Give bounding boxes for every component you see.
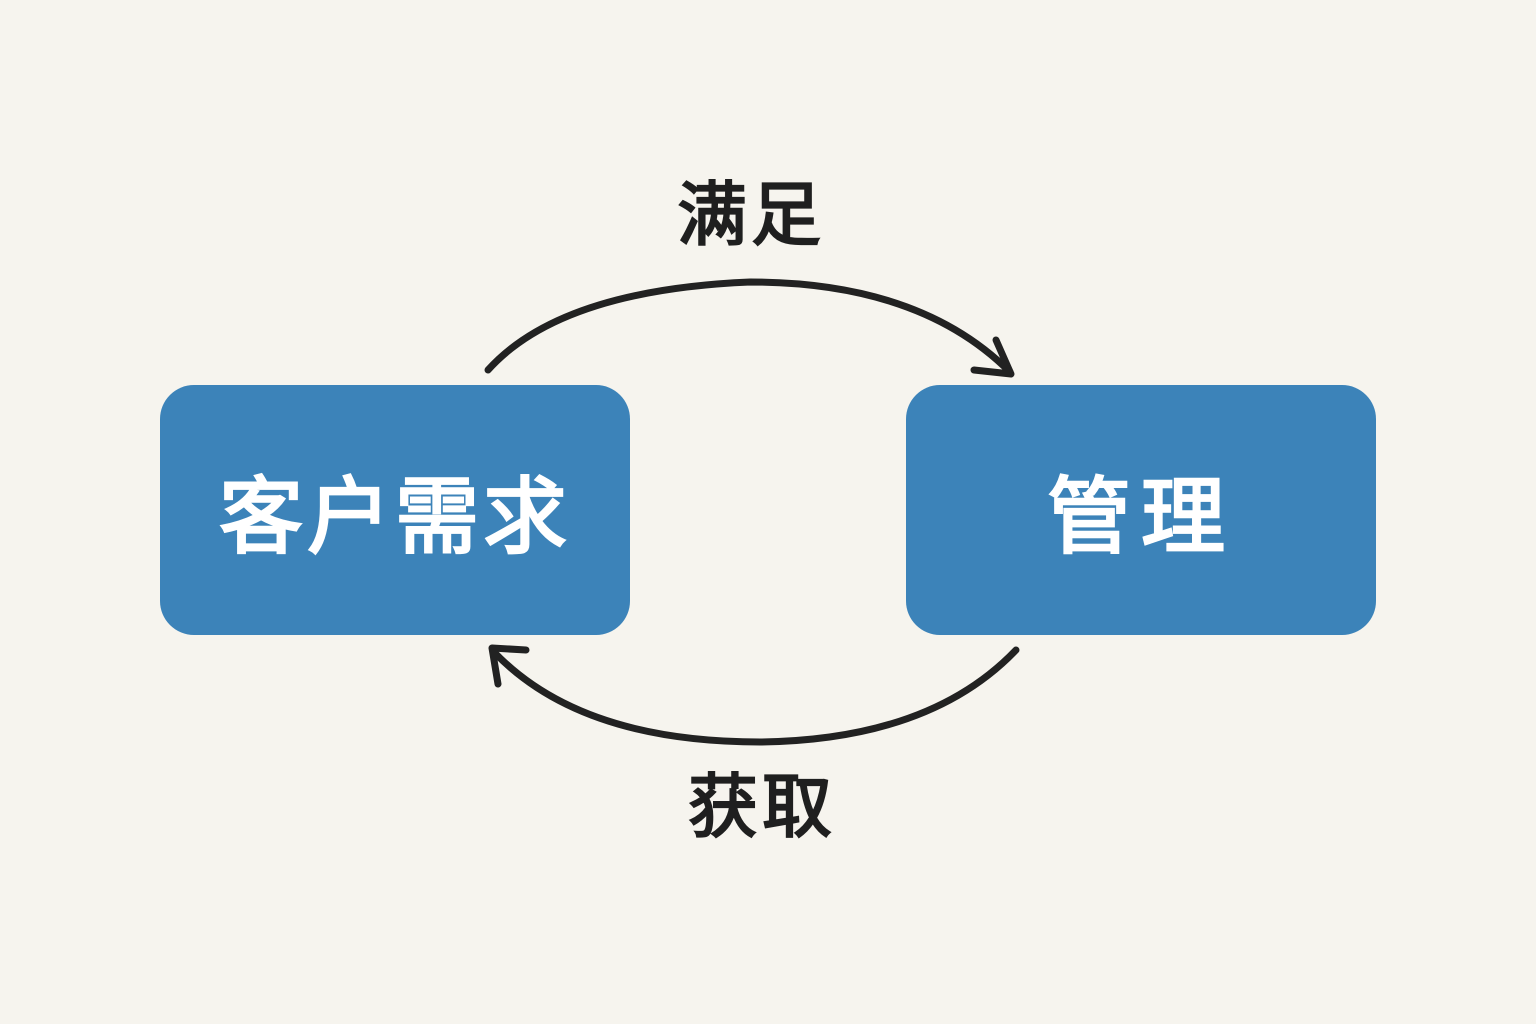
customer-needs-label: 客户需求 — [218, 467, 571, 566]
management-label: 管理 — [1046, 467, 1235, 566]
acquire-label: 获取 — [688, 766, 836, 848]
management-box: 管理 — [906, 385, 1376, 635]
arrow-top-arc — [484, 278, 1014, 376]
arrow-bottom-arc — [490, 646, 1020, 746]
arrow-top-head — [970, 336, 1015, 378]
customer-needs-box: 客户需求 — [160, 385, 630, 635]
arrow-bottom-head — [488, 644, 530, 688]
satisfy-label: 满足 — [677, 174, 825, 256]
